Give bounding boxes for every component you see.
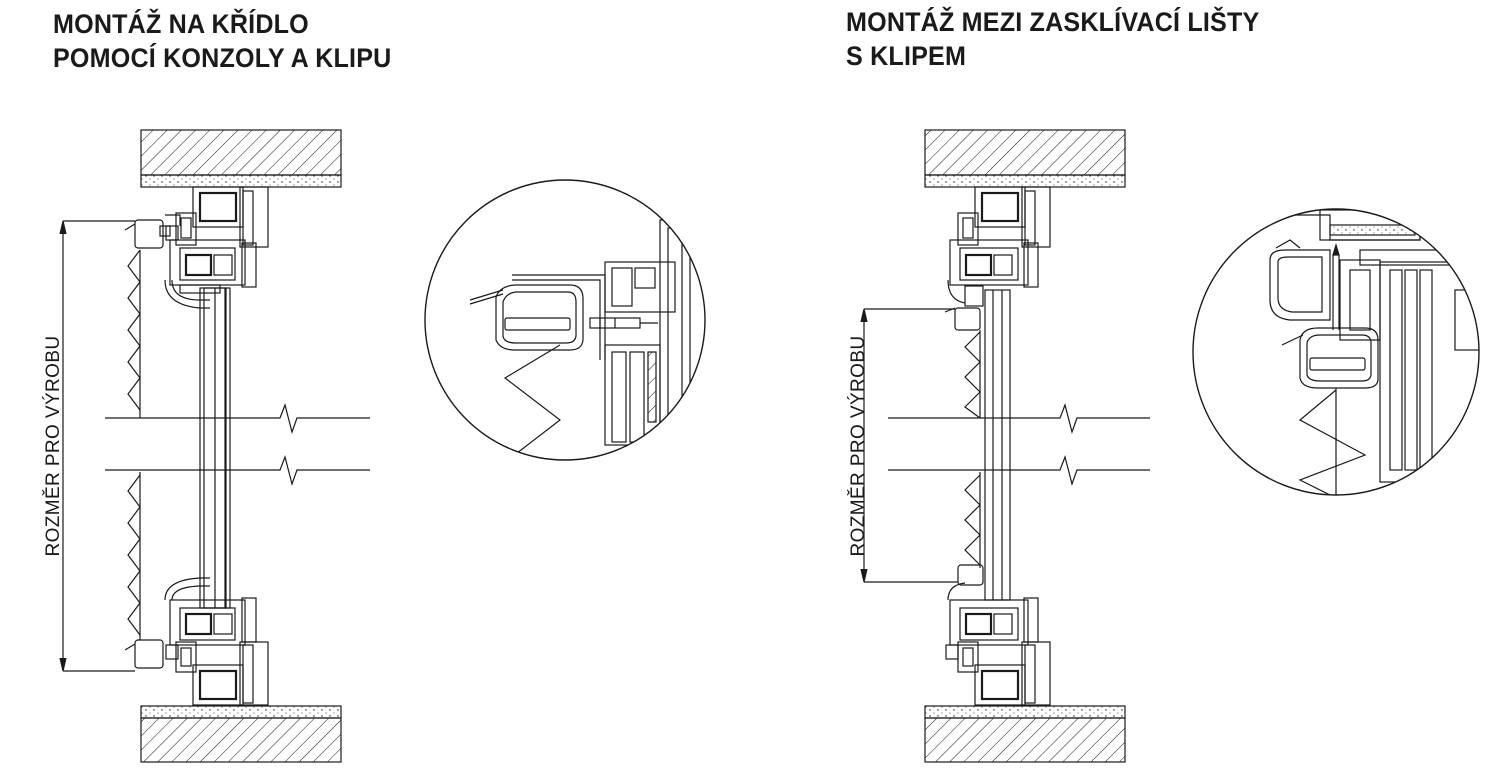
- right-detail-circle: [1192, 208, 1480, 496]
- left-top-plaster: [140, 174, 342, 188]
- left-dimension-label: ROZMĚR PRO VÝROBU: [42, 335, 64, 556]
- left-top-frame-profile: [124, 186, 269, 309]
- right-pleat-upper: [964, 331, 981, 419]
- right-title: MONTÁŽ MEZI ZASKLÍVACÍ LIŠTY S KLIPEM: [846, 5, 1259, 73]
- left-detail-circle: [424, 179, 706, 461]
- left-title-line2: POMOCÍ KONZOLY A KLIPU: [53, 43, 392, 73]
- right-section-drawing: [860, 129, 1150, 763]
- right-bottom-wall: [924, 717, 1126, 763]
- right-top-frame-profile: [944, 186, 1051, 331]
- left-bottom-wall: [140, 717, 342, 763]
- left-break-line-upper: [105, 403, 370, 435]
- right-top-wall: [924, 129, 1126, 176]
- right-title-line2: S KLIPEM: [846, 41, 967, 71]
- right-glass-pane: [984, 289, 1011, 601]
- right-title-line1: MONTÁŽ MEZI ZASKLÍVACÍ LIŠTY: [846, 7, 1260, 37]
- right-bottom-plaster: [924, 705, 1126, 719]
- right-bottom-frame-profile: [945, 564, 1051, 706]
- left-top-wall: [140, 129, 342, 176]
- right-break-line-lower: [888, 455, 1150, 487]
- left-title-line1: MONTÁŽ NA KŘÍDLO: [53, 9, 309, 39]
- left-pleat-upper: [127, 249, 141, 411]
- right-break-line-upper: [888, 403, 1150, 435]
- right-top-plaster: [924, 174, 1126, 188]
- right-dimension-label: ROZMĚR PRO VÝROBU: [847, 335, 869, 556]
- left-pleat-lower: [127, 474, 141, 636]
- left-bottom-frame-profile: [124, 577, 269, 706]
- left-title: MONTÁŽ NA KŘÍDLO POMOCÍ KONZOLY A KLIPU: [53, 7, 391, 75]
- left-break-line-lower: [105, 455, 370, 487]
- left-section-drawing: [59, 129, 370, 763]
- left-glass-pane: [199, 287, 231, 609]
- left-bottom-plaster: [140, 705, 342, 719]
- right-pleat-lower: [964, 474, 981, 566]
